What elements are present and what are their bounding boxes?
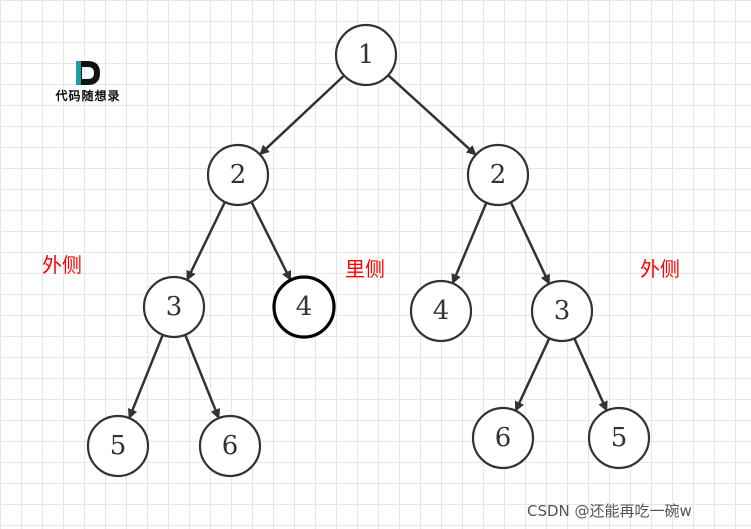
- tree-node-circle: [530, 279, 594, 343]
- tree-node: 2: [466, 143, 530, 207]
- tree-node-circle: [334, 23, 398, 87]
- tree-node-label: 2: [490, 160, 507, 190]
- tree-node-label: 6: [495, 423, 512, 453]
- tree-edge-arrow: [186, 201, 227, 281]
- tree-node-circle: [206, 143, 270, 207]
- tree-node: 5: [86, 414, 150, 478]
- logo-d-icon: [76, 61, 100, 85]
- tree-node-label: 5: [611, 423, 628, 453]
- tree-node-circle: [142, 275, 206, 339]
- tree-node-label: 6: [222, 431, 239, 461]
- tree-edge-arrow: [573, 337, 608, 412]
- tree-edge-arrow: [250, 201, 292, 282]
- tree-node: 2: [206, 143, 270, 207]
- tree-edge-arrow: [509, 201, 550, 285]
- tree-edge-arrow: [387, 74, 477, 156]
- tree-node-label: 1: [358, 40, 375, 70]
- outer-right-label: 外侧: [640, 257, 680, 281]
- tree-node: 4: [409, 279, 473, 343]
- tree-node-label: 3: [166, 292, 183, 322]
- tree-node-circle: [587, 406, 651, 470]
- tree-node-label: 4: [433, 296, 450, 326]
- tree-node-circle: [466, 143, 530, 207]
- tree-node: 6: [471, 406, 535, 470]
- tree-edge-arrow: [451, 202, 488, 285]
- tree-node-circle: [86, 414, 150, 478]
- tree-edge-arrow: [514, 337, 551, 412]
- tree-node-label: 4: [296, 292, 313, 322]
- tree-node-circle: [471, 406, 535, 470]
- logo: 代码随想录: [46, 58, 130, 104]
- logo-text: 代码随想录: [55, 89, 121, 103]
- tree-edge-arrow: [259, 74, 345, 156]
- tree-node: 1: [334, 23, 398, 87]
- tree-edge-arrow: [127, 334, 164, 420]
- tree-node: 4: [272, 275, 336, 339]
- inner-label: 里侧: [345, 257, 385, 281]
- tree-node: 3: [530, 279, 594, 343]
- tree-node-circle: [198, 414, 262, 478]
- watermark: CSDN @还能再吃一碗w: [527, 502, 692, 520]
- tree-node-label: 5: [110, 431, 127, 461]
- tree-node-label: 3: [554, 296, 571, 326]
- outer-left-label: 外侧: [42, 253, 82, 277]
- tree-node: 6: [198, 414, 262, 478]
- tree-node: 5: [587, 406, 651, 470]
- tree-edge-arrow: [184, 334, 221, 420]
- tree-node-circle: [409, 279, 473, 343]
- tree-node-label: 2: [230, 160, 247, 190]
- tree-node: 3: [142, 275, 206, 339]
- tree-node-circle: [272, 275, 336, 339]
